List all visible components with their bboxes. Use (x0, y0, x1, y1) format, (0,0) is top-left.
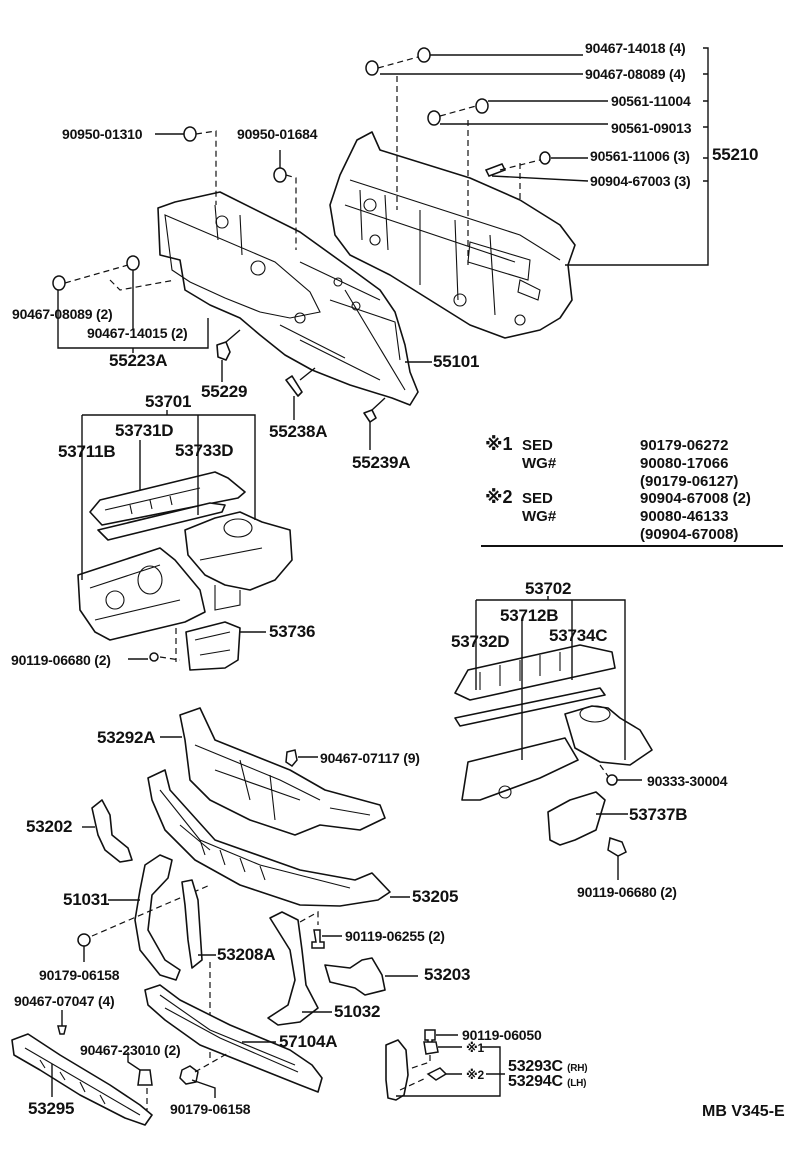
label-53292A: 53292A (97, 728, 156, 747)
label-53293C-part: 53293C (508, 1058, 563, 1075)
marker-1: ※1 (466, 1041, 484, 1055)
marker-2: ※2 (466, 1068, 484, 1082)
label-51031: 51031 (63, 890, 110, 909)
label-53734C: 53734C (549, 626, 608, 645)
label-90950-01684: 90950-01684 (237, 126, 318, 142)
label-53202: 53202 (26, 817, 73, 836)
label-53732D: 53732D (451, 632, 510, 651)
label-90561-11006: 90561-11006 (3) (590, 148, 690, 164)
label-90561-11004: 90561-11004 (611, 93, 691, 109)
label-53701: 53701 (145, 392, 192, 411)
label-53293C: 53293C (RH) (508, 1058, 588, 1078)
label-55229: 55229 (201, 382, 248, 401)
label-53711B: 53711B (58, 442, 116, 461)
label-53294C: 53294C (LH) (508, 1073, 587, 1093)
label-90179-06158-lower: 90179-06158 (170, 1101, 251, 1117)
hood-lock-support-part (385, 1029, 505, 1101)
label-53294C-side: (LH) (567, 1078, 587, 1089)
note-2-variant-wg: WG# (522, 508, 557, 525)
label-90333-30004: 90333-30004 (647, 773, 728, 789)
note-1-part-wg: 90080-17066 (640, 455, 729, 472)
dash-insulator-fasteners (365, 47, 709, 266)
label-90561-09013: 90561-09013 (611, 120, 692, 136)
note-2-marker: ※2 (485, 487, 513, 507)
cowl-panel-part (157, 191, 419, 406)
apron-lh-part (454, 596, 653, 880)
label-53208A: 53208A (217, 945, 276, 964)
label-90119-06680-rh: 90119-06680 (2) (11, 652, 111, 668)
label-53702: 53702 (525, 579, 572, 598)
note-2-variant-sed: SED (522, 490, 553, 507)
note-2-part-alt: (90904-67008) (640, 526, 739, 543)
label-90467-08089-x2: 90467-08089 (2) (12, 306, 113, 322)
notes-divider (481, 545, 783, 547)
cowl-fasteners (52, 126, 432, 450)
note-1-part-alt: (90179-06127) (640, 473, 739, 490)
note-2-part-sed: 90904-67008 (2) (640, 490, 751, 507)
label-90467-14018: 90467-14018 (4) (585, 40, 686, 56)
label-90950-01310: 90950-01310 (62, 126, 143, 142)
note-1-part-sed: 90179-06272 (640, 437, 729, 454)
label-90119-06050: 90119-06050 (462, 1027, 542, 1043)
label-90467-14015: 90467-14015 (2) (87, 325, 188, 341)
note-2-part-wg: 90080-46133 (640, 508, 729, 525)
label-53203: 53203 (424, 965, 471, 984)
label-53205: 53205 (412, 887, 459, 906)
label-53736: 53736 (269, 622, 316, 641)
label-53295: 53295 (28, 1099, 75, 1118)
label-51032: 51032 (334, 1002, 381, 1021)
label-53712B: 53712B (500, 606, 559, 625)
label-53294C-part: 53294C (508, 1073, 563, 1090)
label-90904-67003: 90904-67003 (3) (590, 173, 691, 189)
dash-insulator-part (329, 131, 576, 339)
label-55239A: 55239A (352, 453, 411, 472)
diagram-reference-code: MB V345-E (702, 1103, 785, 1120)
label-55210: 55210 (712, 145, 759, 164)
label-53737B: 53737B (629, 805, 688, 824)
label-55101: 55101 (433, 352, 480, 371)
label-90467-07047: 90467-07047 (4) (14, 993, 115, 1009)
label-90119-06680-lh: 90119-06680 (2) (577, 884, 677, 900)
label-55223A: 55223A (109, 351, 168, 370)
label-90119-06255: 90119-06255 (2) (345, 928, 445, 944)
label-53731D: 53731D (115, 421, 174, 440)
label-55238A: 55238A (269, 422, 328, 441)
apron-rh-part (77, 410, 293, 671)
note-1-variant-sed: SED (522, 437, 553, 454)
label-90179-06158-left: 90179-06158 (39, 967, 120, 983)
label-57104A: 57104A (279, 1032, 338, 1051)
radiator-support-part (11, 707, 418, 1126)
label-90467-08089-x4: 90467-08089 (4) (585, 66, 686, 82)
label-53733D: 53733D (175, 441, 234, 460)
note-1-variant-wg: WG# (522, 455, 557, 472)
label-90467-23010: 90467-23010 (2) (80, 1042, 181, 1058)
label-90467-07117: 90467-07117 (9) (320, 750, 420, 766)
note-1-marker: ※1 (485, 434, 513, 454)
label-53293C-side: (RH) (567, 1063, 588, 1074)
